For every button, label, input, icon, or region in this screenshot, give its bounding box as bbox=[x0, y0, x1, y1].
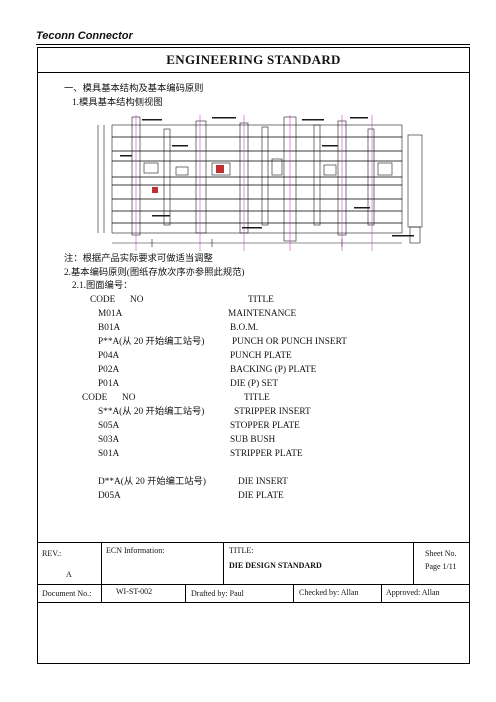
footer-top-rule bbox=[37, 542, 470, 543]
title-label: TITLE: bbox=[229, 546, 254, 555]
table2-row-code: S01A bbox=[98, 449, 120, 459]
footer-divider bbox=[293, 584, 294, 602]
title-value: DIE DESIGN STANDARD bbox=[229, 561, 322, 570]
table1-row-code: M01A bbox=[98, 309, 123, 319]
table1-row-title: PUNCH PLATE bbox=[230, 351, 292, 361]
footer-divider bbox=[223, 542, 224, 584]
section-heading: 一、模具基本结构及基本编码原则 bbox=[64, 84, 204, 94]
header-rule bbox=[36, 44, 470, 45]
footer-mid-rule bbox=[37, 584, 470, 585]
footer-divider bbox=[101, 584, 102, 602]
footer-bottom-rule bbox=[37, 602, 470, 603]
table1-title-header: TITLE bbox=[248, 295, 274, 305]
checked-by: Checked by: Allan bbox=[299, 588, 359, 597]
subsection-structure: 1.模具基本结构侧视图 bbox=[72, 98, 163, 108]
table2-title-header: TITLE bbox=[244, 393, 270, 403]
table3-row-title: DIE INSERT bbox=[238, 477, 288, 487]
mold-structure-drawing bbox=[97, 115, 423, 251]
table1-code-header: CODE bbox=[90, 295, 116, 305]
table2-row-code: S**A(从 20 开始编工站号) bbox=[98, 407, 205, 417]
document-frame bbox=[37, 47, 470, 664]
rev-value: A bbox=[66, 570, 72, 579]
company-brand: Teconn Connector bbox=[36, 30, 133, 42]
table2-row-title: STRIPPER INSERT bbox=[234, 407, 311, 417]
table1-row-title: PUNCH OR PUNCH INSERT bbox=[232, 337, 347, 347]
footer-divider bbox=[413, 542, 414, 584]
table2-code-header: CODE bbox=[82, 393, 108, 403]
table1-row-code: P01A bbox=[98, 379, 120, 389]
table1-row-title: MAINTENANCE bbox=[228, 309, 297, 319]
table3-row-title: DIE PLATE bbox=[238, 491, 284, 501]
table3-row-code: D**A(从 20 开始编工站号) bbox=[98, 477, 206, 487]
table1-row-code: B01A bbox=[98, 323, 121, 333]
drafted-by: Drafted by: Paul bbox=[191, 589, 244, 598]
rev-label: REV.: bbox=[42, 549, 62, 558]
approved-by: Approved: Allan bbox=[386, 588, 440, 597]
table1-row-title: DIE (P) SET bbox=[230, 379, 279, 389]
table2-row-code: S05A bbox=[98, 421, 120, 431]
subsection-coding: 2.基本编码原则(图纸存放次序亦参照此规范) bbox=[64, 268, 245, 278]
document-title: ENGINEERING STANDARD bbox=[166, 52, 341, 67]
sheet-value: Page 1/11 bbox=[425, 562, 457, 571]
table2-no-header: NO bbox=[122, 393, 136, 403]
table3-row-code: D05A bbox=[98, 491, 121, 501]
table1-row-code: P04A bbox=[98, 351, 120, 361]
table2-row-title: STRIPPER PLATE bbox=[230, 449, 303, 459]
table2-row-title: SUB BUSH bbox=[230, 435, 276, 445]
sheet-label: Sheet No. bbox=[425, 549, 457, 558]
table1-row-code: P02A bbox=[98, 365, 120, 375]
footer-divider bbox=[381, 584, 382, 602]
table2-row-title: STOPPER PLATE bbox=[230, 421, 300, 431]
table2-row-code: S03A bbox=[98, 435, 120, 445]
footer-divider bbox=[101, 542, 102, 584]
drawing-note: 注：根据产品实际要求可做适当调整 bbox=[64, 254, 213, 264]
table1-row-title: BACKING (P) PLATE bbox=[230, 365, 317, 375]
ecn-label: ECN Information: bbox=[106, 546, 165, 555]
document-number-label: Document No.: bbox=[42, 589, 92, 598]
footer-divider bbox=[185, 584, 186, 602]
title-row bbox=[37, 47, 470, 73]
table1-row-code: P**A(从 20 开始编工站号) bbox=[98, 337, 205, 347]
document-number-value: WI-ST-002 bbox=[116, 587, 153, 596]
table1-no-header: NO bbox=[130, 295, 144, 305]
table1-row-title: B.O.M. bbox=[230, 323, 259, 333]
subsection-drawing-number: 2.1.图面编号： bbox=[72, 281, 133, 291]
